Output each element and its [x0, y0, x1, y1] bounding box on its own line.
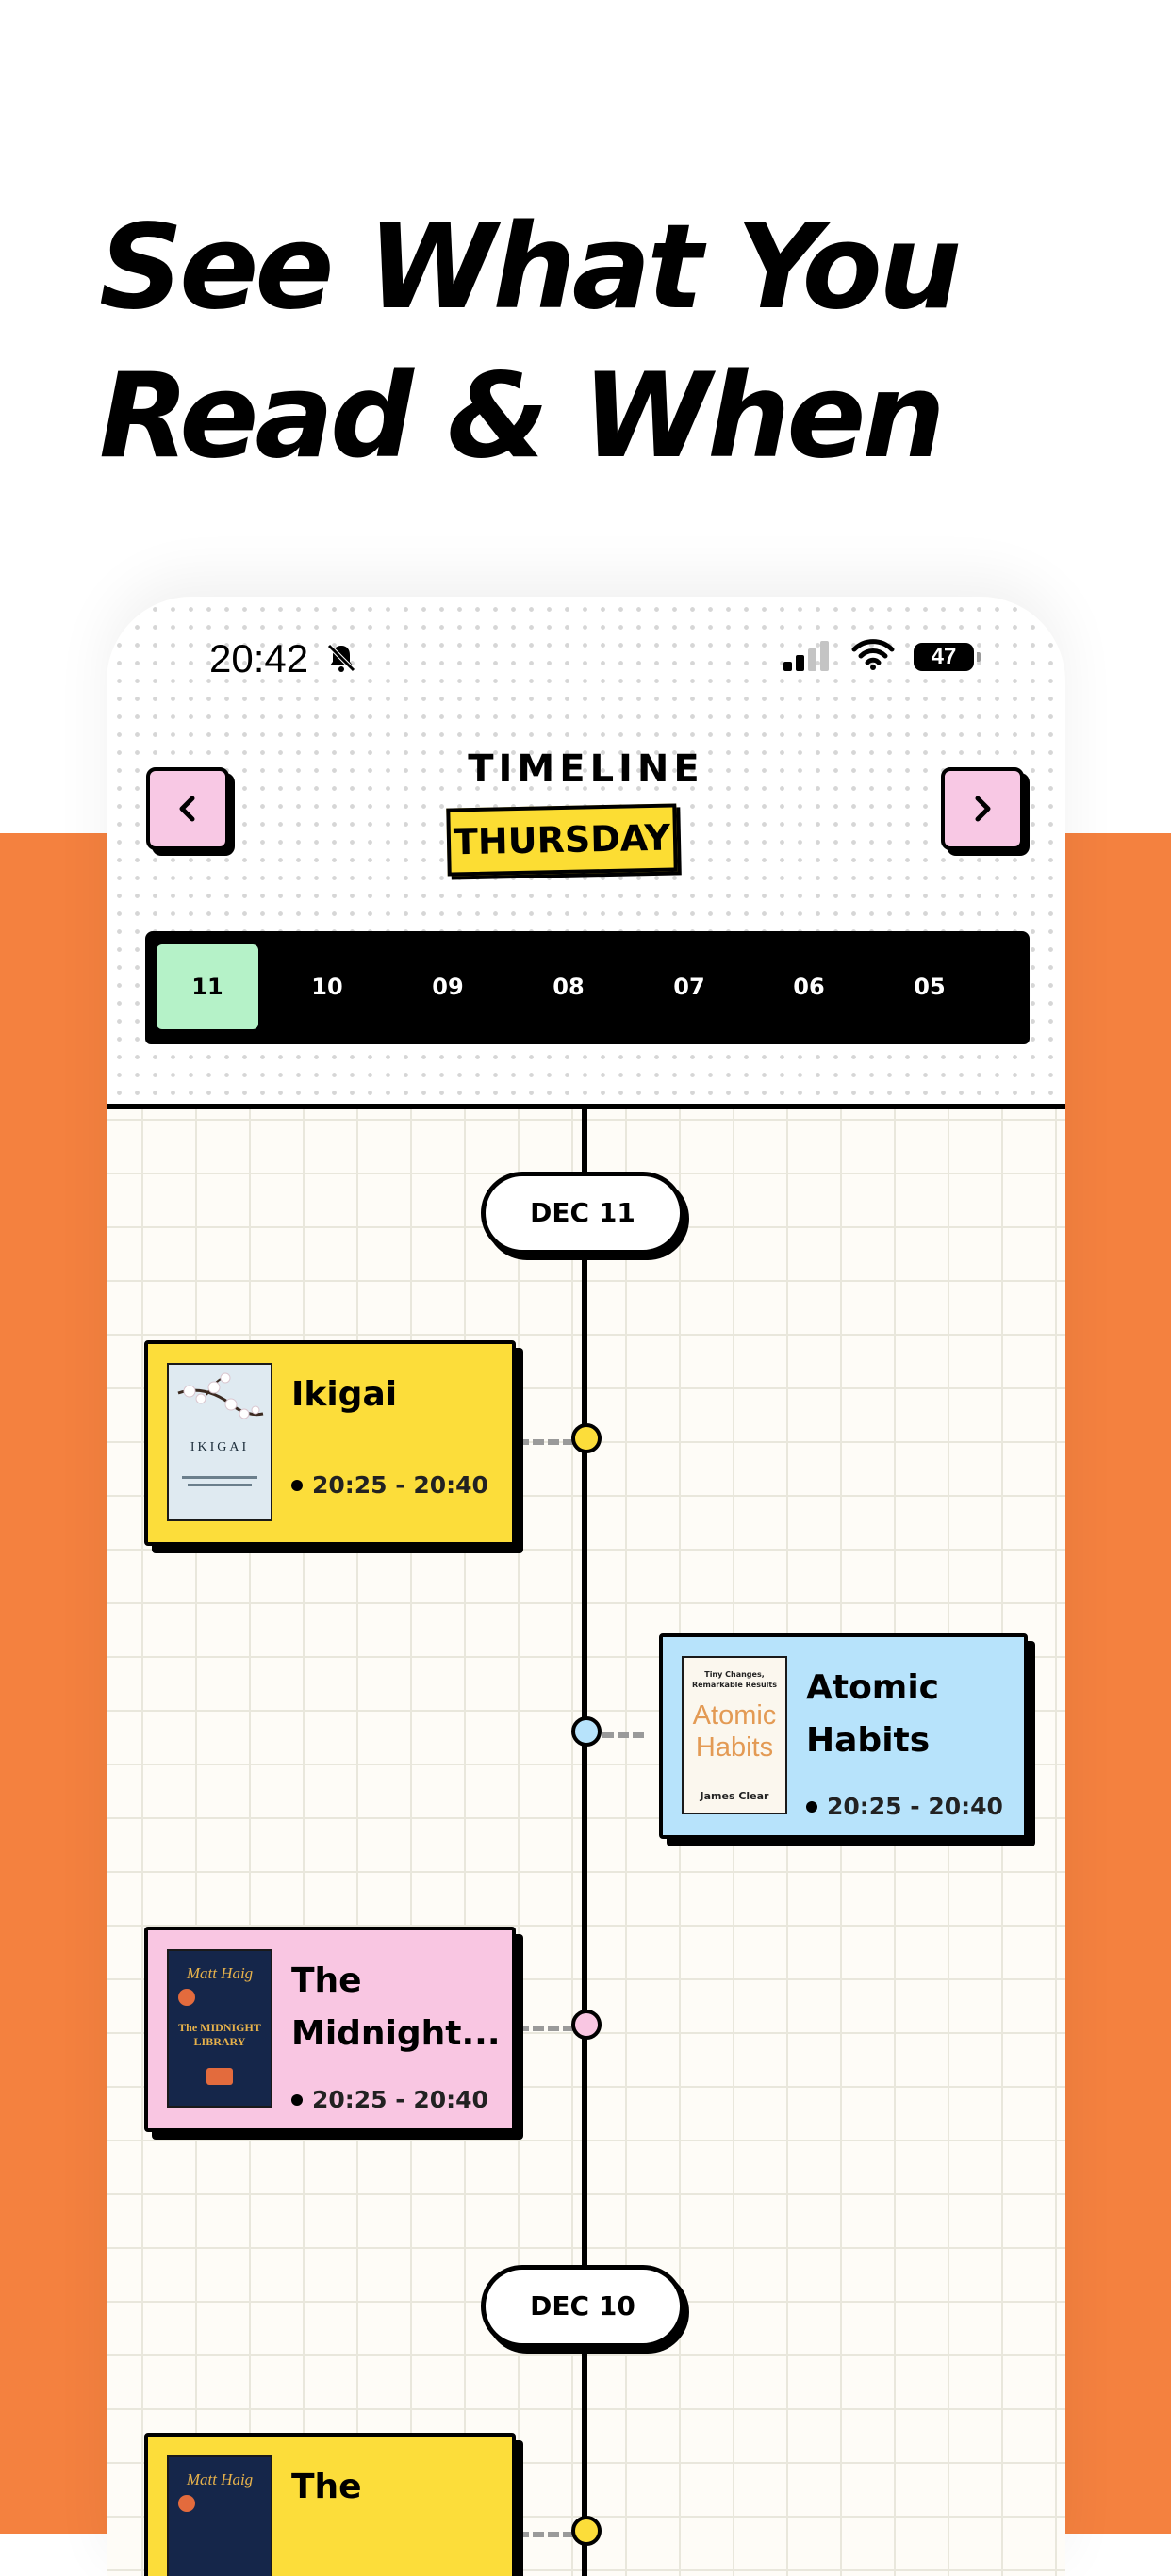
- reading-entry-ikigai[interactable]: IKIGAI Ikigai 20:25 - 20:40: [144, 1340, 516, 1546]
- reading-entry-midnight-library[interactable]: Matt Haig The MIDNIGHT LIBRARY The Midni…: [144, 1927, 516, 2132]
- reading-time-text: 20:25 - 20:40: [312, 2086, 488, 2113]
- date-item-05[interactable]: 05: [914, 974, 946, 1000]
- timeline-dot: [571, 2516, 602, 2546]
- timeline-header: 20:42 47 TIMELINE THURSDAY: [107, 597, 1065, 1109]
- bullet-icon: [806, 1800, 817, 1813]
- cover-book-illustration: [206, 2068, 233, 2085]
- book-title: The: [291, 2468, 362, 2506]
- book-cover-atomic-habits: Tiny Changes, Remarkable Results Atomic …: [682, 1656, 787, 1814]
- date-chip-dec-10: DEC 10: [481, 2265, 684, 2348]
- battery-icon: 47: [914, 643, 981, 671]
- book-title: Ikigai: [291, 1375, 398, 1414]
- date-item-08[interactable]: 08: [553, 974, 585, 1000]
- connector-dash: [518, 2532, 574, 2537]
- page-title: TIMELINE: [468, 747, 704, 791]
- reading-time-text: 20:25 - 20:40: [827, 1793, 1003, 1820]
- headline: See What You Read & When: [99, 193, 962, 491]
- next-day-button[interactable]: [941, 767, 1024, 850]
- cover-tagline: Tiny Changes, Remarkable Results: [691, 1670, 778, 1689]
- bell-slash-icon: [327, 644, 355, 672]
- wifi-icon: [851, 639, 895, 670]
- reading-entry-atomic-habits[interactable]: Tiny Changes, Remarkable Results Atomic …: [659, 1633, 1028, 1839]
- chevron-right-icon: [975, 796, 991, 822]
- cover-sticker: [178, 1989, 195, 2006]
- connector-dash: [518, 1439, 574, 1445]
- reading-time-text: 20:25 - 20:40: [312, 1471, 488, 1499]
- date-item-07[interactable]: 07: [673, 974, 705, 1000]
- cherry-blossom-illustration: [177, 1372, 264, 1486]
- bullet-icon: [291, 1479, 303, 1491]
- reading-time: 20:25 - 20:40: [291, 1471, 488, 1499]
- cover-author: James Clear: [700, 1790, 769, 1802]
- timeline-dot: [571, 1716, 602, 1747]
- timeline-dot: [571, 2010, 602, 2040]
- book-title: The Midnight...: [291, 1961, 501, 2053]
- day-label: THURSDAY: [446, 803, 678, 877]
- date-chip-dec-11: DEC 11: [481, 1172, 684, 1255]
- cover-author: Matt Haig: [186, 1964, 254, 1982]
- timeline-line: [582, 1109, 587, 2576]
- cover-title: IKIGAI: [190, 1440, 250, 1454]
- cover-title-line-2: Habits: [695, 1732, 774, 1763]
- connector-dash: [587, 1732, 644, 1738]
- book-cover-ikigai: IKIGAI: [167, 1363, 272, 1521]
- reading-time: 20:25 - 20:40: [291, 2086, 488, 2113]
- cover-title: Atomic Habits: [684, 1699, 785, 1764]
- phone-screen: 20:42 47 TIMELINE THURSDAY: [107, 597, 1065, 2576]
- cover-sticker: [178, 2495, 195, 2512]
- timeline-dot: [571, 1423, 602, 1453]
- reading-entry-dec-10[interactable]: Matt Haig The: [144, 2433, 516, 2576]
- date-item-11[interactable]: 11: [157, 944, 258, 1029]
- headline-line-2: Read & When: [99, 349, 946, 484]
- chevron-left-icon: [179, 796, 195, 822]
- date-selector: 11 10 09 08 07 06 05: [145, 931, 1030, 1044]
- cover-author: Matt Haig: [186, 2470, 254, 2488]
- cover-title: The MIDNIGHT LIBRARY: [178, 2021, 261, 2048]
- book-cover-midnight-library: Matt Haig: [167, 2455, 272, 2576]
- cover-title-line-1: Atomic: [692, 1700, 777, 1731]
- bullet-icon: [291, 2093, 303, 2106]
- book-title: Atomic Habits: [806, 1668, 939, 1760]
- headline-line-1: See What You: [99, 200, 962, 336]
- previous-day-button[interactable]: [146, 767, 229, 850]
- book-cover-midnight-library: Matt Haig The MIDNIGHT LIBRARY: [167, 1949, 272, 2108]
- date-item-06[interactable]: 06: [793, 974, 825, 1000]
- status-time: 20:42: [209, 636, 309, 681]
- signal-icon: [783, 641, 829, 671]
- connector-dash: [518, 2026, 574, 2031]
- reading-time: 20:25 - 20:40: [806, 1793, 1003, 1820]
- date-item-10[interactable]: 10: [311, 974, 343, 1000]
- date-item-09[interactable]: 09: [432, 974, 464, 1000]
